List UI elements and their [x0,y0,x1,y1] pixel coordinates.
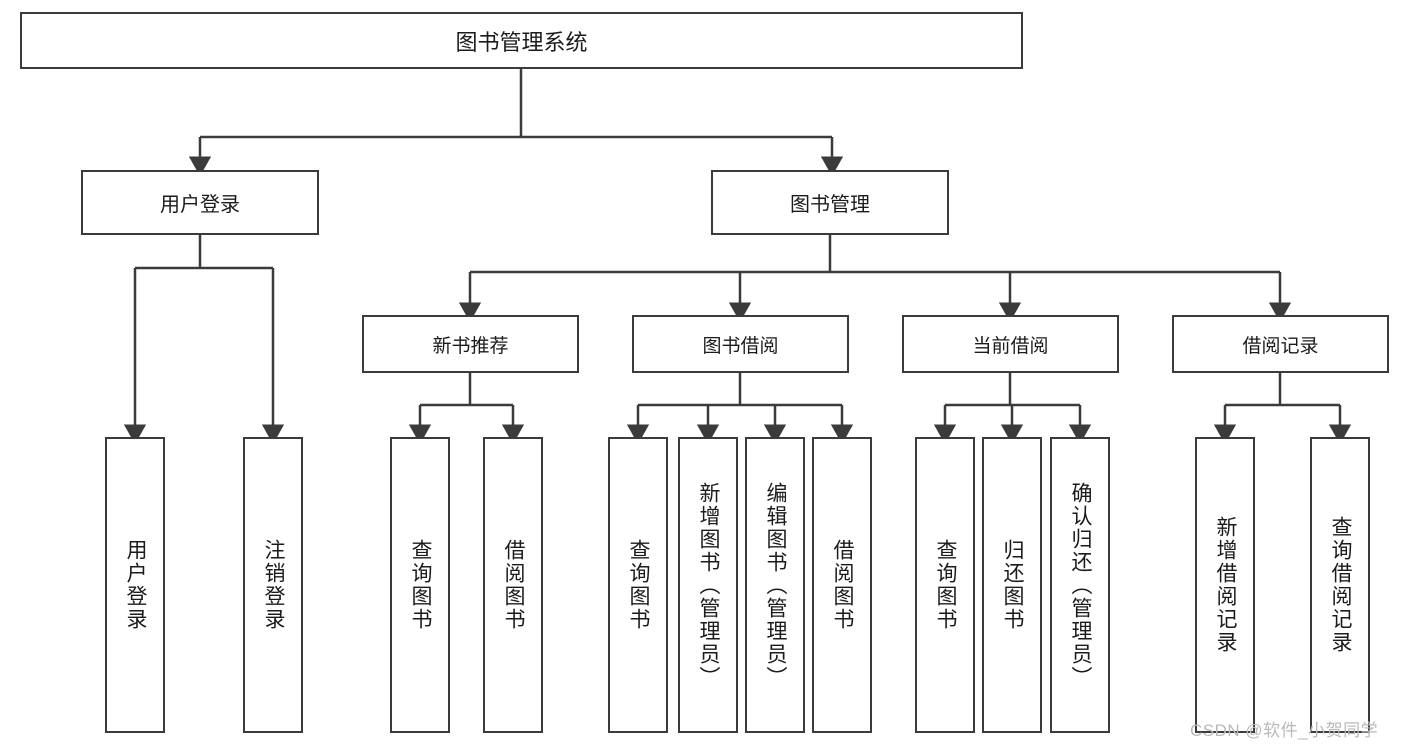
leaf-label: 新增借阅记录 [1214,516,1238,654]
leaf-label: 借阅图书 [502,539,526,631]
leaf-label: 归还图书 [1001,539,1025,631]
leaf-node[interactable]: 查询借阅记录 [1310,437,1370,733]
leaf-label: 用户登录 [124,539,148,631]
node-borrow-record-label: 借阅记录 [1242,335,1319,357]
leaf-label: 查询图书 [934,539,958,631]
leaf-node[interactable]: 借阅图书 [812,437,872,733]
leaf-node[interactable]: 注销登录 [243,437,303,733]
node-book-borrow[interactable]: 图书借阅 [632,315,849,373]
leaf-node[interactable]: 查询图书 [608,437,668,733]
leaf-node[interactable]: 用户登录 [105,437,165,733]
node-root[interactable]: 图书管理系统 [20,12,1023,69]
leaf-node[interactable]: 新增图书（管理员） [678,437,738,733]
leaf-label: 确认归还（管理员） [1069,481,1093,689]
leaf-label: 查询图书 [409,539,433,631]
leaf-node[interactable]: 确认归还（管理员） [1050,437,1110,733]
node-book-management-label: 图书管理 [790,194,870,216]
watermark: CSDN @软件_小贺同学 [1190,721,1379,740]
leaf-node[interactable]: 查询图书 [915,437,975,733]
node-current-borrow[interactable]: 当前借阅 [902,315,1119,373]
node-current-borrow-label: 当前借阅 [972,335,1049,357]
leaf-label: 编辑图书（管理员） [764,481,788,689]
leaf-node[interactable]: 编辑图书（管理员） [745,437,805,733]
node-new-book-recommend[interactable]: 新书推荐 [362,315,579,373]
leaf-node[interactable]: 查询图书 [390,437,450,733]
node-root-label: 图书管理系统 [455,29,588,55]
leaf-label: 注销登录 [262,539,286,631]
node-borrow-record[interactable]: 借阅记录 [1172,315,1389,373]
node-book-borrow-label: 图书借阅 [702,335,779,357]
node-book-management[interactable]: 图书管理 [711,170,949,235]
node-user-login-label: 用户登录 [160,194,240,216]
node-new-book-recommend-label: 新书推荐 [432,335,509,357]
leaf-node[interactable]: 借阅图书 [483,437,543,733]
leaf-label: 新增图书（管理员） [697,481,721,689]
leaf-label: 查询借阅记录 [1329,516,1353,654]
node-user-login[interactable]: 用户登录 [81,170,319,235]
leaf-label: 借阅图书 [831,539,855,631]
leaf-node[interactable]: 新增借阅记录 [1195,437,1255,733]
leaf-label: 查询图书 [627,539,651,631]
leaf-node[interactable]: 归还图书 [982,437,1042,733]
